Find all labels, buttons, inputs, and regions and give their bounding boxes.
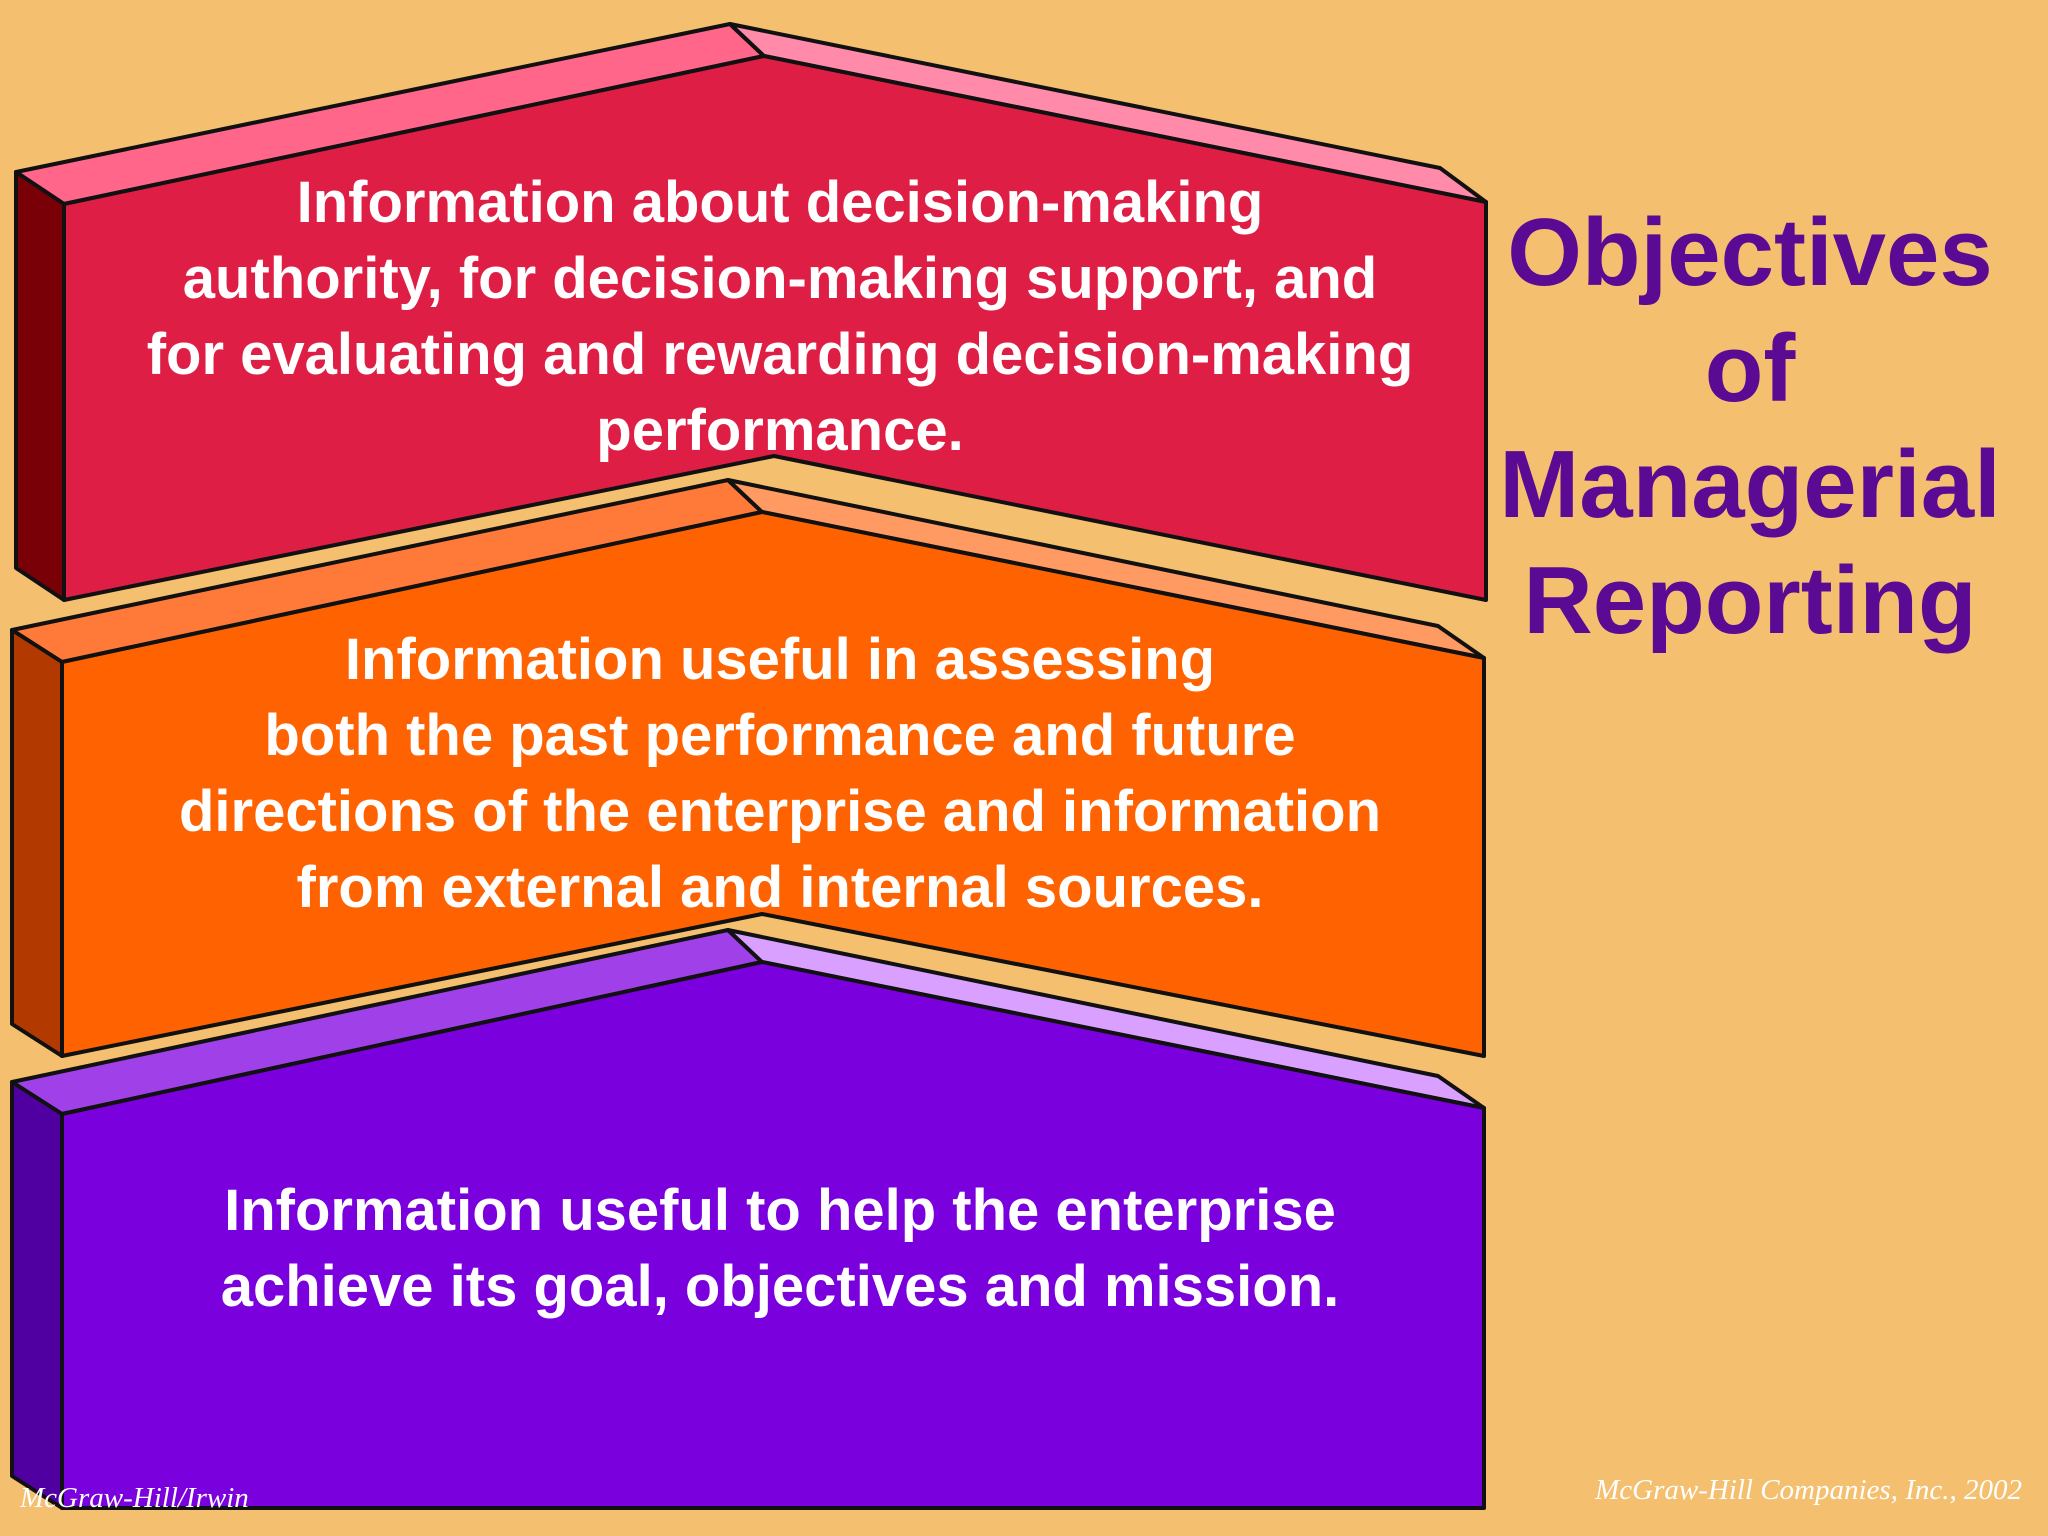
block-1 bbox=[14, 22, 1488, 602]
block-1-front-face bbox=[62, 54, 1488, 602]
block-2-front-face bbox=[60, 510, 1486, 1058]
slide-title: Objectives of Managerial Reporting bbox=[1499, 199, 2001, 654]
block-1-side-face bbox=[14, 170, 66, 602]
block-3 bbox=[10, 928, 1486, 1510]
block-3-front-face bbox=[60, 960, 1486, 1510]
block-2-text: Information useful in assessing both the… bbox=[178, 627, 1382, 920]
block-2 bbox=[10, 478, 1486, 1058]
footer-publisher: McGraw-Hill/Irwin bbox=[20, 1482, 249, 1512]
block-2-side-face bbox=[10, 628, 64, 1058]
block-3-text: Information useful to help the enterpris… bbox=[220, 1178, 1340, 1319]
footer-copyright: McGraw-Hill Companies, Inc., 2002 bbox=[1595, 1474, 2022, 1506]
block-1-text: Information about decision-making author… bbox=[146, 170, 1414, 463]
block-3-side-face bbox=[10, 1080, 64, 1510]
